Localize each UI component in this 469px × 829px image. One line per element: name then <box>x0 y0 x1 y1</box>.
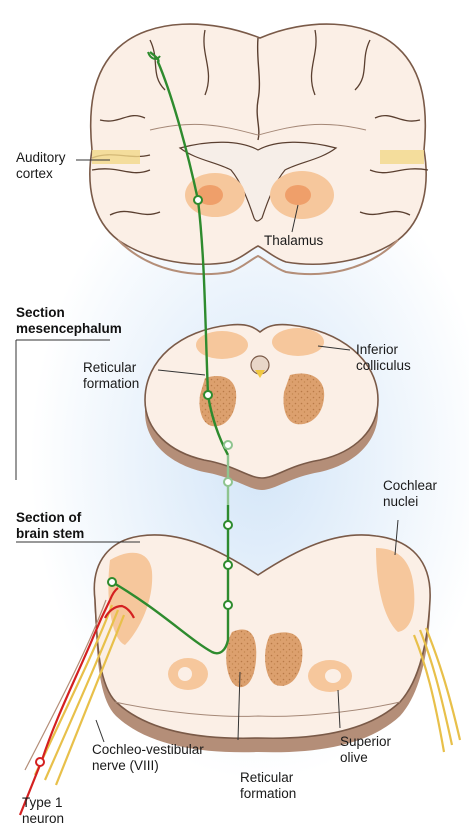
auditory-cortex-region-left <box>92 150 140 164</box>
cochleo-vestibular-nerve-label: Cochleo-vestibular nerve (VIII) <box>92 742 204 774</box>
section-brain-stem-label: Section of brain stem <box>16 510 84 542</box>
inferior-colliculus-left <box>196 331 248 359</box>
type1-neuron-body <box>36 758 44 766</box>
section-mesencephalum-label: Section mesencephalum <box>16 305 122 337</box>
auditory-cortex-label: Auditory cortex <box>16 150 66 182</box>
inferior-colliculus-right <box>272 328 324 356</box>
type1-neuron-label: Type 1 neuron <box>22 795 64 827</box>
cochlear-nuclei-label: Cochlear nuclei <box>383 478 437 510</box>
inferior-colliculus-label: Inferior colliculus <box>356 342 411 374</box>
cerebrum-section <box>90 24 428 274</box>
reticular-formation-upper-label: Reticular formation <box>83 360 139 392</box>
reticular-formation-lower-label: Reticular formation <box>240 770 296 802</box>
auditory-cortex-region-right <box>380 150 424 164</box>
superior-olive-label: Superior olive <box>340 734 391 766</box>
thalamus-label: Thalamus <box>264 233 323 249</box>
